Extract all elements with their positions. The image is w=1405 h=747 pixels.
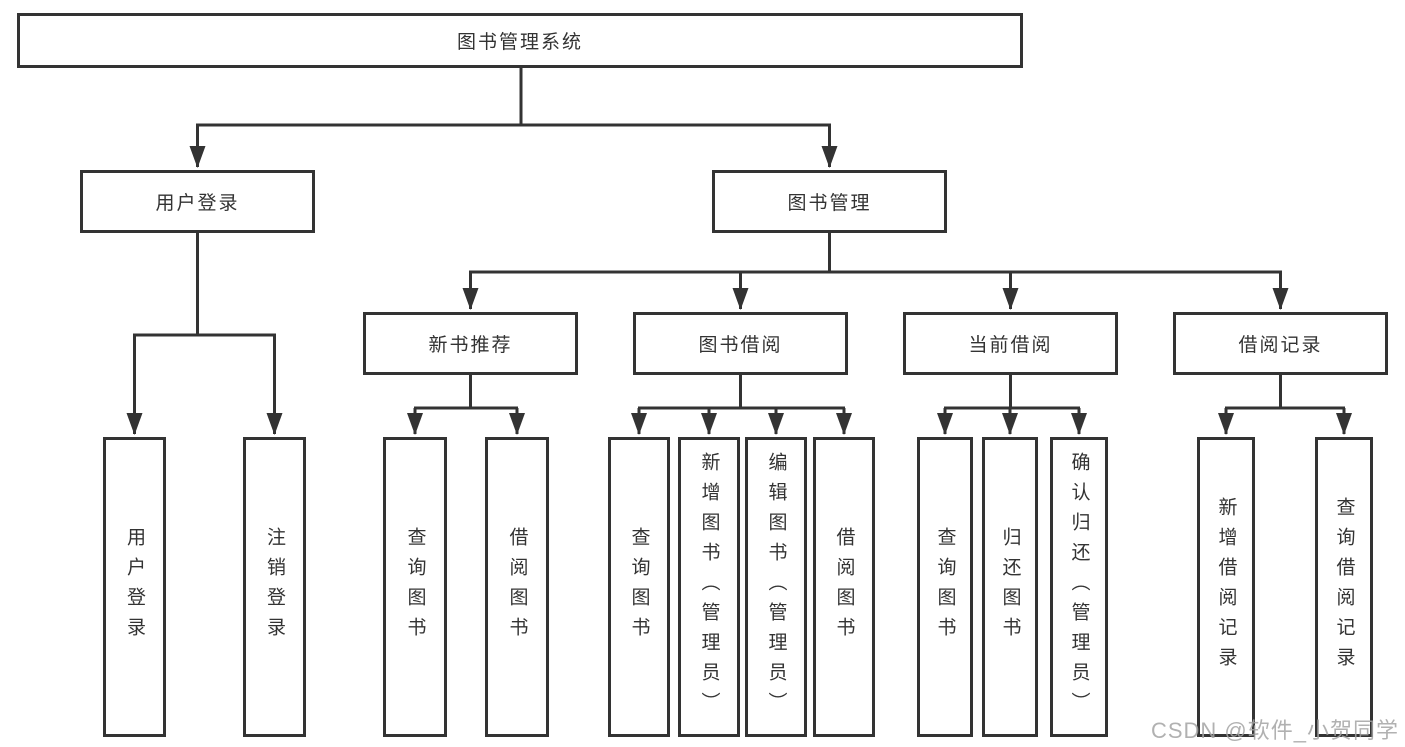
node-user-login: 用户登录 [80,170,315,233]
node-label: 借阅记录 [1238,335,1323,356]
node-borrowing-records: 借阅记录 [1173,312,1388,375]
leaf-query-books-borrowing: 查询图书 [608,437,670,737]
leaf-add-borrow-record: 新增借阅记录 [1197,437,1255,737]
node-label: 图书借阅 [698,335,783,356]
node-root: 图书管理系统 [17,13,1023,68]
node-new-book-recommendation: 新书推荐 [363,312,578,375]
leaf-return-books: 归还图书 [982,437,1038,737]
node-label: 图书管理 [787,193,872,214]
leaf-query-books-recommend: 查询图书 [383,437,447,737]
node-label: 注销登录 [264,527,285,647]
csdn-watermark: CSDN @软件_小贺同学 [1150,718,1399,743]
leaf-logout-login: 注销登录 [243,437,306,737]
node-label: 查询图书 [404,527,426,647]
leaf-query-books-current: 查询图书 [917,437,973,737]
node-current-borrowing: 当前借阅 [903,312,1118,375]
leaf-query-borrow-record: 查询借阅记录 [1315,437,1373,737]
leaf-borrow-books-borrowing: 借阅图书 [813,437,875,737]
node-label: 归还图书 [999,527,1021,647]
node-label: 查询图书 [628,527,650,647]
leaf-edit-books-admin: 编辑图书（管理员） [745,437,807,737]
node-book-management: 图书管理 [712,170,947,233]
node-label: 借阅图书 [506,527,528,647]
leaf-add-books-admin: 新增图书（管理员） [678,437,740,737]
node-label: 借阅图书 [833,527,855,647]
leaf-confirm-return-admin: 确认归还（管理员） [1050,437,1108,737]
node-label: 新书推荐 [428,335,513,356]
node-label: 图书管理系统 [456,32,583,53]
leaf-borrow-books-recommend: 借阅图书 [485,437,549,737]
node-label: 当前借阅 [968,335,1053,356]
node-label: 编辑图书（管理员） [765,452,787,722]
node-label: 新增图书（管理员） [698,452,720,722]
node-label: 用户登录 [155,193,240,214]
node-label: 用户登录 [124,527,145,647]
node-label: 确认归还（管理员） [1068,452,1090,722]
node-label: 查询图书 [934,527,956,647]
node-label: 新增借阅记录 [1215,497,1237,677]
node-label: 查询借阅记录 [1333,497,1355,677]
leaf-user-login: 用户登录 [103,437,166,737]
node-book-borrowing: 图书借阅 [633,312,848,375]
